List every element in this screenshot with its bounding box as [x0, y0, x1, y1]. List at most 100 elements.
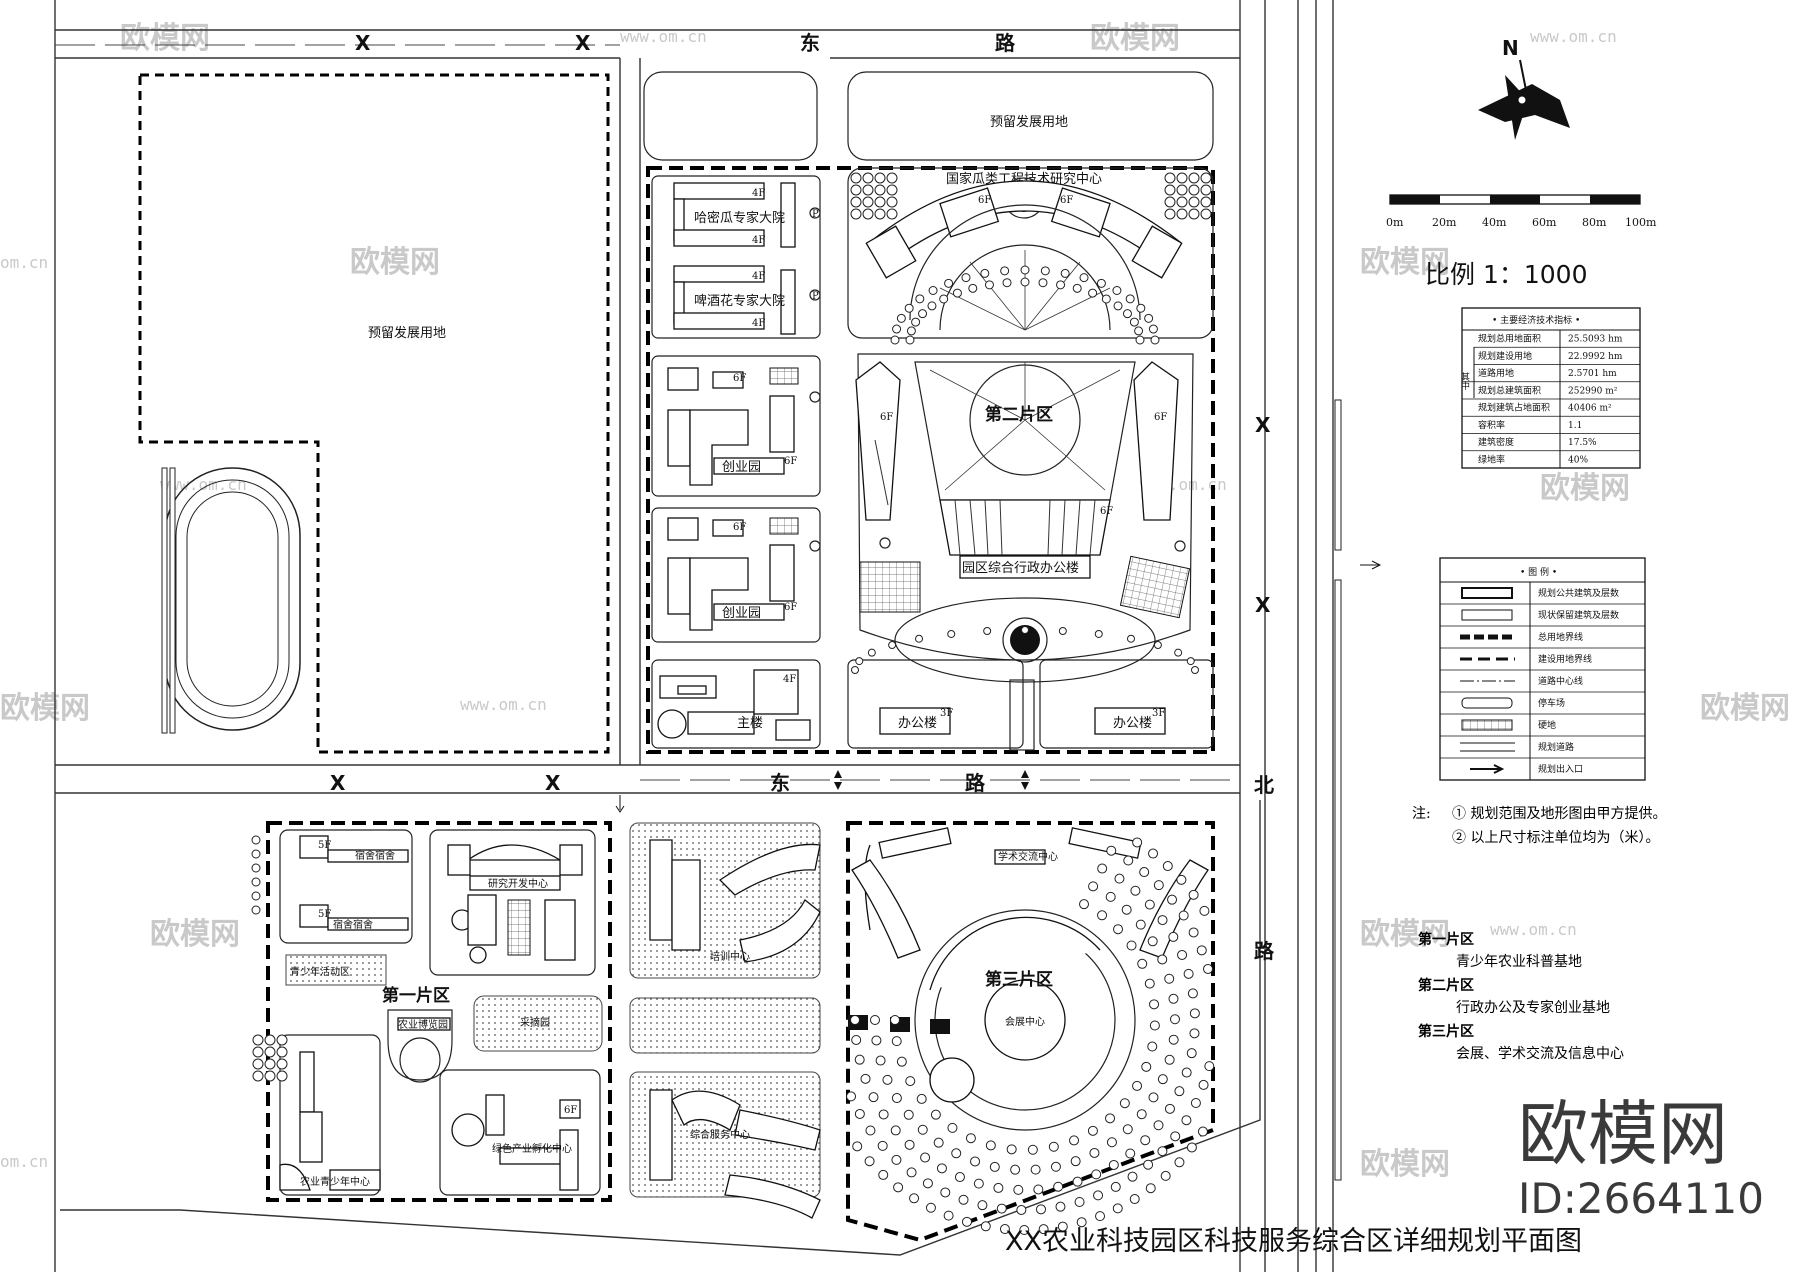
- tree-icon: [1145, 1183, 1156, 1194]
- svg-text:P: P: [812, 291, 819, 302]
- tree-icon: [1123, 855, 1134, 866]
- tree-icon: [1074, 1197, 1085, 1208]
- tree-icon: [1139, 867, 1150, 878]
- watermark-url: www.om.cn: [1530, 27, 1617, 46]
- tree-icon: [970, 1156, 981, 1167]
- tree-icon: [1035, 1204, 1046, 1215]
- indicator-value: 17.5%: [1568, 438, 1597, 448]
- tree-icon: [1027, 1144, 1038, 1155]
- melon-research-center: 国家瓜类工程技术研究中心 6F 6F: [847, 167, 1214, 339]
- tree-icon: [874, 184, 886, 196]
- tree-icon: [251, 905, 261, 915]
- svg-text:4F: 4F: [752, 188, 765, 199]
- tree-icon: [1048, 1141, 1059, 1152]
- tree-icon: [1150, 335, 1160, 345]
- tree-icon: [1186, 1048, 1197, 1059]
- tree-icon: [1000, 266, 1010, 276]
- tree-icon: [251, 863, 261, 873]
- tree-icon: [890, 335, 900, 345]
- watermark-layer: 欧模网 欧模网 欧模网 欧模网 欧模网 欧模网 欧模网 欧模网 欧模网 欧模网 …: [0, 21, 1790, 1182]
- tree-icon: [1057, 1221, 1068, 1232]
- svg-text:6F: 6F: [564, 1105, 577, 1116]
- tree-icon: [915, 634, 924, 643]
- scale-ratio: 比例 1：1000: [1425, 260, 1587, 289]
- legend-symbol: [1470, 764, 1505, 774]
- brand-name: 欧模网: [1518, 1093, 1728, 1175]
- indicator-value: 25.5093 hm: [1568, 335, 1623, 345]
- tree-icon: [1191, 666, 1199, 674]
- watermark: 欧模网: [0, 691, 90, 726]
- tree-icon: [947, 1122, 958, 1133]
- tree-icon: [993, 1182, 1004, 1193]
- legend-symbol: [1461, 697, 1513, 709]
- indicator-name: 规划总建筑面积: [1478, 384, 1541, 396]
- indicator-value: 252990 m²: [1568, 386, 1618, 396]
- tree-icon: [1190, 1097, 1201, 1108]
- tree-icon: [1188, 927, 1199, 938]
- watermark: 欧模网: [120, 21, 210, 56]
- legend: • 图 例 • 规划公共建筑及层数现状保留建筑及层数总用地界线建设用地界线道路中…: [1439, 557, 1646, 781]
- building-label: 办公楼: [898, 716, 937, 731]
- tree-icon: [1188, 172, 1200, 184]
- legend-label: 硬地: [1538, 719, 1556, 731]
- tree-icon: [939, 294, 949, 304]
- tree-icon: [1157, 1146, 1168, 1157]
- tree-icon: [906, 1167, 917, 1178]
- tree-icon: [264, 1034, 276, 1046]
- tree-icon: [930, 1109, 941, 1120]
- tree-icon: [999, 1224, 1010, 1235]
- tree-icon: [1072, 283, 1082, 293]
- tree-icon: [985, 1140, 996, 1151]
- tree-icon: [862, 172, 874, 184]
- tree-icon: [1091, 1169, 1102, 1180]
- indicator-name: 规划建设用地: [1478, 350, 1532, 362]
- tree-icon: [1200, 196, 1212, 208]
- indicator-name: 绿地率: [1478, 453, 1505, 465]
- tree-icon: [968, 283, 978, 293]
- tree-icon: [947, 629, 956, 638]
- tree-icon: [1126, 940, 1137, 951]
- legend-label: 规划道路: [1538, 741, 1574, 753]
- tree-icon: [846, 1091, 857, 1102]
- tree-icon: [1130, 885, 1141, 896]
- svg-text:6F: 6F: [784, 602, 797, 613]
- tree-icon: [1070, 1156, 1081, 1167]
- tree-icon: [1095, 1211, 1106, 1222]
- tree-icon: [1197, 1126, 1208, 1137]
- svg-text:P: P: [812, 209, 819, 220]
- tree-icon: [989, 1161, 1000, 1172]
- road-name-char: 路: [1254, 939, 1304, 963]
- tree-icon: [886, 172, 898, 184]
- indicator-name: 规划总用地面积: [1478, 333, 1541, 345]
- tree-icon: [1079, 899, 1090, 910]
- zone-desc-text: 会展、学术交流及信息中心: [1456, 1045, 1624, 1062]
- tree-icon: [927, 301, 937, 311]
- road-edge: [619, 58, 641, 765]
- tree-icon: [906, 326, 916, 336]
- tree-icon: [1058, 627, 1067, 636]
- tree-icon: [961, 1216, 972, 1227]
- tree-icon: [1020, 265, 1030, 275]
- legend-label: 总用地界线: [1538, 631, 1583, 643]
- reserve-label: 预留发展用地: [368, 325, 446, 341]
- tree-icon: [1110, 1181, 1121, 1192]
- zone-label: 第一片区: [382, 985, 450, 1006]
- tree-icon: [251, 891, 261, 901]
- tree-icon: [1174, 1086, 1185, 1097]
- scale-tick-label: 20m: [1432, 216, 1457, 229]
- scale-tick-label: 80m: [1582, 216, 1607, 229]
- svg-text:3F: 3F: [940, 708, 953, 719]
- tree-icon: [1164, 973, 1175, 984]
- zone-descriptions: 第一片区 青少年农业科普基地 第二片区 行政办公及专家创业基地 第三片区 会展、…: [1418, 931, 1624, 1062]
- tree-icon: [936, 1163, 947, 1174]
- legend-symbol: [1461, 719, 1513, 731]
- road-x-mark: X: [1255, 593, 1300, 617]
- tree-icon: [1088, 288, 1098, 298]
- tree-icon: [251, 849, 261, 859]
- tree-icon: [903, 1109, 914, 1120]
- tree-icon: [904, 303, 914, 313]
- tree-icon: [252, 1046, 264, 1058]
- tree-icon: [918, 309, 928, 319]
- tree-icon: [1038, 278, 1048, 288]
